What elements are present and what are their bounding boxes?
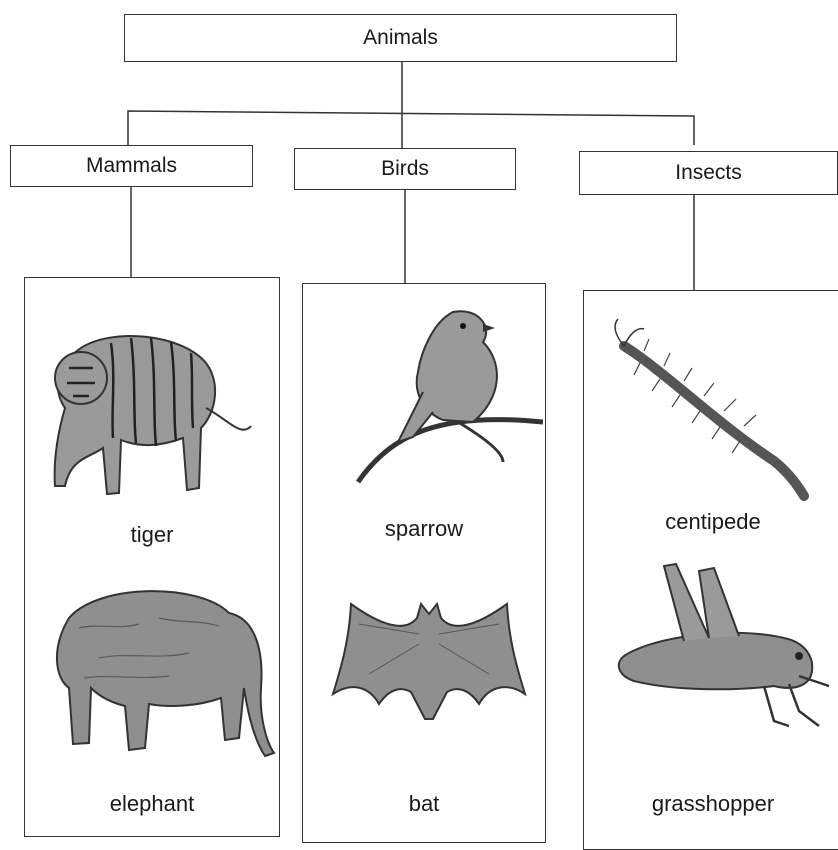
branch-bar: [128, 111, 694, 145]
category-label-insects: Insects: [675, 161, 742, 185]
category-label-mammals: Mammals: [86, 154, 177, 178]
root-label: Animals: [363, 26, 438, 50]
elephant-illustration: [39, 578, 279, 768]
panel-mammals: tiger elephant: [24, 277, 280, 837]
panel-birds: sparrow bat: [302, 283, 546, 843]
root-box: Animals: [124, 14, 677, 62]
animal-label-centipede: centipede: [584, 509, 838, 535]
tiger-illustration: [41, 308, 261, 508]
animal-label-bat: bat: [303, 791, 545, 817]
category-box-insects: Insects: [579, 151, 838, 195]
category-box-birds: Birds: [294, 148, 516, 190]
category-label-birds: Birds: [381, 157, 429, 181]
category-box-mammals: Mammals: [10, 145, 253, 187]
panel-insects: centipede grasshopper: [583, 290, 838, 850]
animal-label-grasshopper: grasshopper: [584, 791, 838, 817]
animal-label-sparrow: sparrow: [303, 516, 545, 542]
animal-label-tiger: tiger: [25, 522, 279, 548]
bat-illustration: [329, 594, 529, 734]
centipede-illustration: [604, 311, 824, 501]
sparrow-illustration: [353, 302, 543, 492]
animal-label-elephant: elephant: [25, 791, 279, 817]
grasshopper-illustration: [614, 556, 834, 736]
